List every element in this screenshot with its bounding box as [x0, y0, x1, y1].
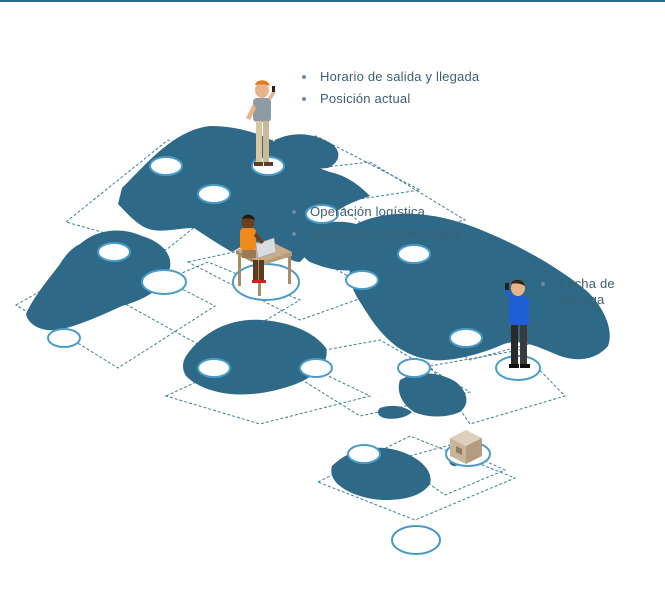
node-ring — [397, 244, 431, 264]
africa — [183, 319, 327, 395]
grid-cell — [268, 339, 472, 417]
node-ring — [345, 270, 379, 290]
south-america — [26, 230, 171, 331]
southeast-asia — [398, 373, 467, 417]
node-ring — [347, 444, 381, 464]
departure-arrival-label: Horario de salida y llegada — [302, 66, 479, 88]
person-blue-phone-icon — [504, 279, 530, 368]
person-at-desk-icon — [236, 214, 292, 296]
node-ring — [197, 184, 231, 204]
grid-cell — [316, 435, 517, 521]
grid-cell — [298, 161, 467, 241]
node-ring — [197, 358, 231, 378]
north-america — [118, 126, 370, 262]
receiver-info-labels: Fecha de entrega — [541, 274, 629, 308]
indonesia — [377, 405, 412, 419]
node-ring — [149, 156, 183, 176]
current-position-label: Posición actual — [302, 88, 479, 110]
top-border — [0, 0, 665, 2]
parcel-box-icon — [450, 430, 482, 464]
person-standing-phone-icon — [246, 80, 276, 166]
node-ring — [141, 269, 187, 295]
japan — [568, 297, 585, 311]
node-ring — [397, 358, 431, 378]
greenland — [274, 134, 339, 169]
grid-cell — [429, 349, 566, 425]
node-ring — [97, 242, 131, 262]
office-info-labels: Operación logística Información de embar… — [292, 201, 463, 245]
node-ring — [305, 204, 339, 224]
delivery-date-label: Fecha de entrega — [541, 274, 629, 308]
shipping-info-label: Información de embarque — [292, 223, 463, 245]
node-ring — [47, 328, 81, 348]
australia — [331, 447, 431, 500]
node-ring — [391, 525, 441, 555]
traveler-info-labels: Horario de salida y llegada Posición act… — [302, 66, 479, 110]
node-ring — [299, 358, 333, 378]
node-ring — [449, 328, 483, 348]
logistics-operation-label: Operación logística — [292, 201, 463, 223]
